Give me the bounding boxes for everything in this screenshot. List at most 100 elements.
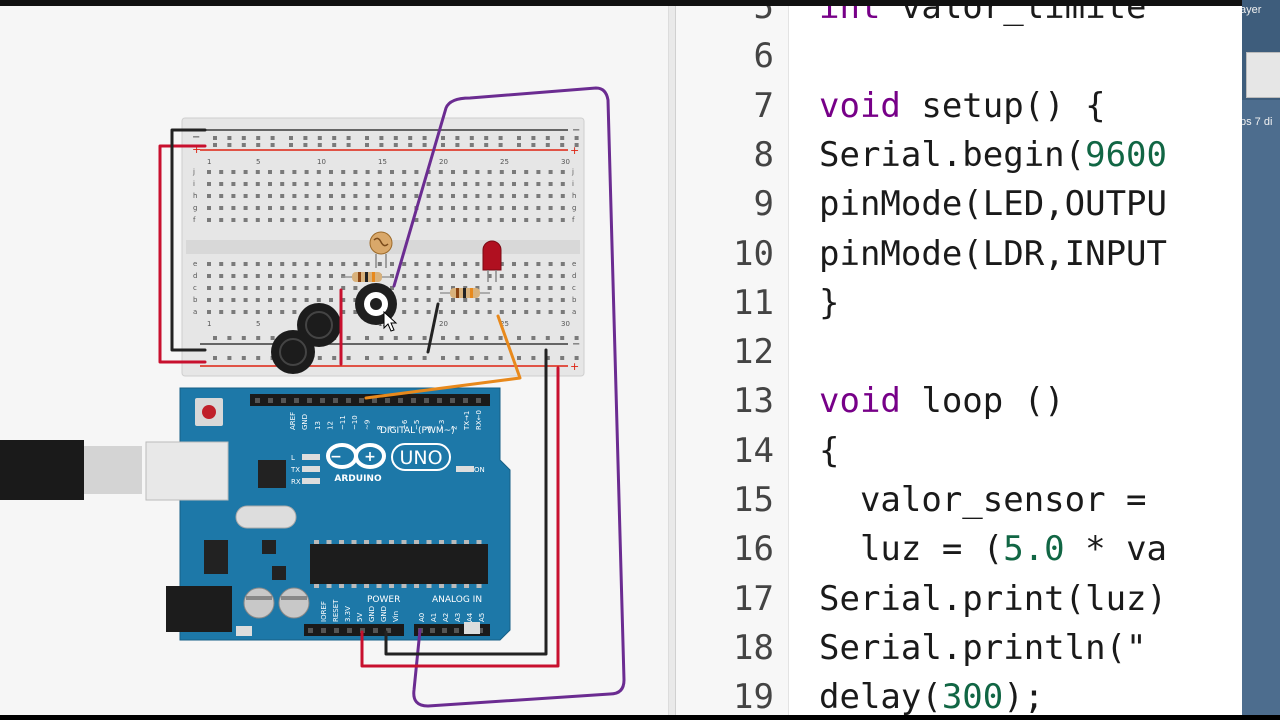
wire-black-gnd[interactable]	[384, 348, 548, 656]
breadboard-hole[interactable]	[402, 298, 407, 302]
breadboard-hole[interactable]	[390, 206, 394, 210]
breadboard-hole[interactable]	[536, 206, 541, 210]
breadboard-hole[interactable]	[341, 218, 346, 222]
breadboard-hole[interactable]	[207, 170, 211, 174]
breadboard-hole[interactable]	[524, 274, 529, 278]
breadboard-hole[interactable]	[548, 182, 553, 186]
breadboard-hole[interactable]	[317, 136, 322, 140]
header-pin[interactable]	[307, 398, 312, 403]
breadboard-hole[interactable]	[463, 206, 468, 210]
breadboard-hole[interactable]	[292, 182, 297, 186]
breadboard-hole[interactable]	[377, 182, 382, 186]
breadboard-hole[interactable]	[560, 194, 565, 198]
breadboard-hole[interactable]	[393, 136, 398, 140]
breadboard-hole[interactable]	[455, 136, 460, 140]
breadboard-hole[interactable]	[207, 274, 211, 278]
breadboard-hole[interactable]	[574, 336, 579, 340]
breadboard-hole[interactable]	[475, 170, 480, 174]
breadboard-hole[interactable]	[451, 262, 455, 266]
power-jack[interactable]	[166, 586, 232, 632]
breadboard-hole[interactable]	[402, 182, 407, 186]
breadboard-hole[interactable]	[451, 274, 455, 278]
breadboard-hole[interactable]	[475, 182, 480, 186]
breadboard-hole[interactable]	[292, 286, 297, 290]
breadboard-hole[interactable]	[560, 136, 565, 140]
breadboard-hole[interactable]	[512, 286, 516, 290]
breadboard-hole[interactable]	[517, 356, 521, 360]
breadboard-hole[interactable]	[548, 310, 553, 314]
breadboard-hole[interactable]	[536, 218, 541, 222]
breadboard-hole[interactable]	[536, 286, 541, 290]
breadboard-hole[interactable]	[207, 206, 211, 210]
header-pin[interactable]	[385, 398, 390, 403]
breadboard-hole[interactable]	[414, 262, 419, 266]
header-pin[interactable]	[398, 398, 403, 403]
breadboard-hole[interactable]	[441, 143, 445, 147]
breadboard-hole[interactable]	[422, 136, 427, 140]
breadboard-hole[interactable]	[243, 286, 248, 290]
breadboard-hole[interactable]	[341, 310, 346, 314]
breadboard-hole[interactable]	[536, 194, 541, 198]
breadboard-hole[interactable]	[499, 274, 504, 278]
breadboard-hole[interactable]	[426, 310, 431, 314]
breadboard-hole[interactable]	[292, 194, 297, 198]
breadboard-hole[interactable]	[574, 136, 579, 140]
breadboard-hole[interactable]	[332, 143, 337, 147]
breadboard-hole[interactable]	[346, 143, 351, 147]
breadboard-hole[interactable]	[426, 182, 431, 186]
breadboard-hole[interactable]	[524, 182, 529, 186]
breadboard-hole[interactable]	[422, 356, 427, 360]
breadboard-hole[interactable]	[353, 170, 358, 174]
breadboard-hole[interactable]	[451, 310, 455, 314]
breadboard-hole[interactable]	[414, 218, 419, 222]
breadboard-hole[interactable]	[353, 310, 358, 314]
breadboard-hole[interactable]	[219, 206, 224, 210]
breadboard-hole[interactable]	[316, 286, 321, 290]
header-pin[interactable]	[437, 398, 442, 403]
breadboard-hole[interactable]	[408, 143, 413, 147]
breadboard-hole[interactable]	[499, 170, 504, 174]
breadboard-hole[interactable]	[441, 336, 445, 340]
breadboard-hole[interactable]	[451, 170, 455, 174]
breadboard-hole[interactable]	[402, 206, 407, 210]
breadboard-hole[interactable]	[524, 218, 529, 222]
breadboard-hole[interactable]	[390, 286, 394, 290]
breadboard-hole[interactable]	[545, 336, 550, 340]
breadboard-hole[interactable]	[316, 298, 321, 302]
breadboard-hole[interactable]	[426, 218, 431, 222]
breadboard-hole[interactable]	[531, 356, 536, 360]
breadboard-hole[interactable]	[414, 170, 419, 174]
breadboard-hole[interactable]	[390, 274, 394, 278]
breadboard-hole[interactable]	[408, 136, 413, 140]
breadboard-hole[interactable]	[484, 356, 489, 360]
breadboard-hole[interactable]	[377, 194, 382, 198]
code-line[interactable]: Serial.begin(9600	[819, 135, 1167, 175]
breadboard-hole[interactable]	[304, 218, 309, 222]
breadboard-hole[interactable]	[213, 356, 217, 360]
buzzer-2[interactable]	[271, 330, 315, 374]
breadboard-hole[interactable]	[560, 143, 565, 147]
breadboard-hole[interactable]	[438, 274, 443, 278]
header-pin[interactable]	[478, 628, 483, 633]
breadboard-hole[interactable]	[393, 143, 398, 147]
breadboard-hole[interactable]	[499, 298, 504, 302]
breadboard-hole[interactable]	[303, 143, 308, 147]
breadboard-hole[interactable]	[243, 182, 248, 186]
breadboard-hole[interactable]	[231, 262, 236, 266]
breadboard-hole[interactable]	[292, 218, 297, 222]
breadboard-hole[interactable]	[227, 143, 232, 147]
breadboard-hole[interactable]	[207, 262, 211, 266]
breadboard-hole[interactable]	[316, 170, 321, 174]
breadboard-hole[interactable]	[341, 206, 346, 210]
breadboard-hole[interactable]	[256, 336, 261, 340]
wire-orange[interactable]	[364, 314, 522, 400]
breadboard-hole[interactable]	[268, 310, 272, 314]
breadboard-hole[interactable]	[329, 182, 333, 186]
breadboard-hole[interactable]	[268, 206, 272, 210]
breadboard-hole[interactable]	[499, 182, 504, 186]
breadboard-hole[interactable]	[227, 336, 232, 340]
breadboard-hole[interactable]	[292, 298, 297, 302]
breadboard-hole[interactable]	[463, 182, 468, 186]
breadboard-hole[interactable]	[213, 336, 217, 340]
breadboard-hole[interactable]	[317, 143, 322, 147]
